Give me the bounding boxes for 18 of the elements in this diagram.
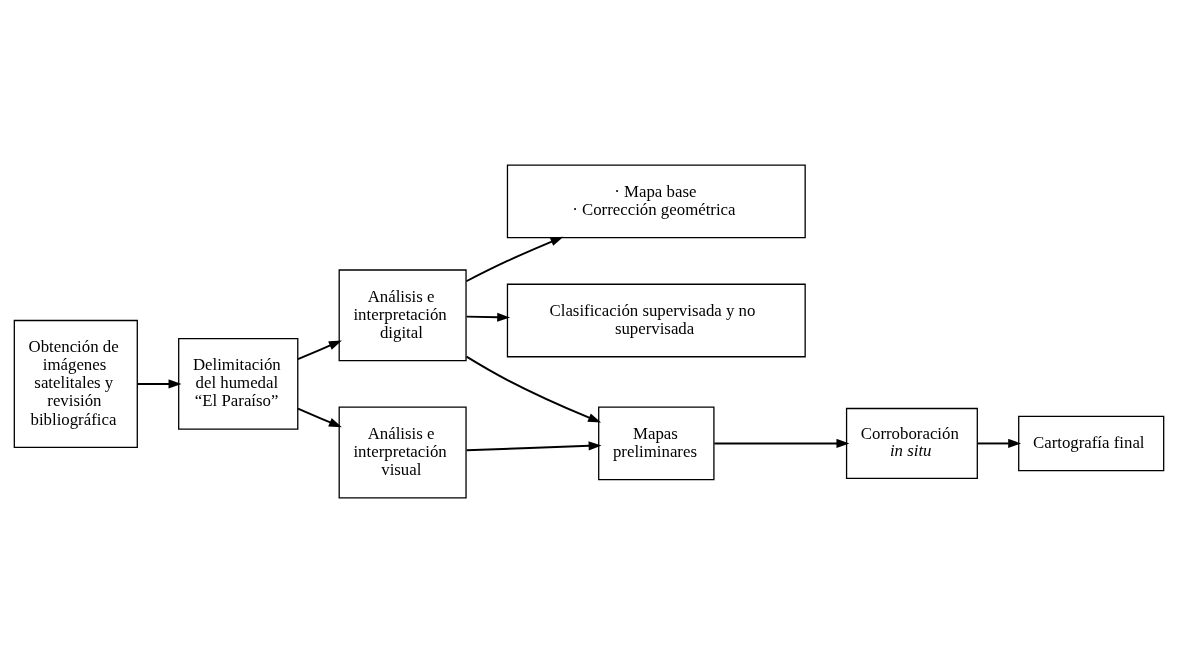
arrow — [136, 379, 182, 389]
arrow — [465, 312, 511, 322]
node-box: Mapas preliminares — [598, 406, 715, 481]
arrow — [465, 355, 602, 423]
arrow — [465, 441, 602, 452]
arrow — [296, 340, 342, 361]
node-box: Delimitación del humedal “El Paraíso” — [178, 337, 299, 430]
node-box: Análisis e interpretación visual — [338, 406, 467, 499]
node-box: Análisis e interpretación digital — [338, 269, 467, 362]
node-box: Cartografía final — [1018, 415, 1165, 472]
arrow — [976, 438, 1022, 448]
arrow — [713, 438, 850, 448]
arrow — [296, 407, 342, 428]
node-box: Clasificación supervisada y no supervisada — [506, 283, 806, 358]
node-box: · Mapa base · Corrección geométrica — [506, 164, 806, 239]
arrow — [465, 236, 564, 283]
node-box: Corroboración in situ — [845, 407, 978, 480]
node-box: Obtención de imágenes satelitales y revisión bibliográfica — [13, 319, 138, 448]
